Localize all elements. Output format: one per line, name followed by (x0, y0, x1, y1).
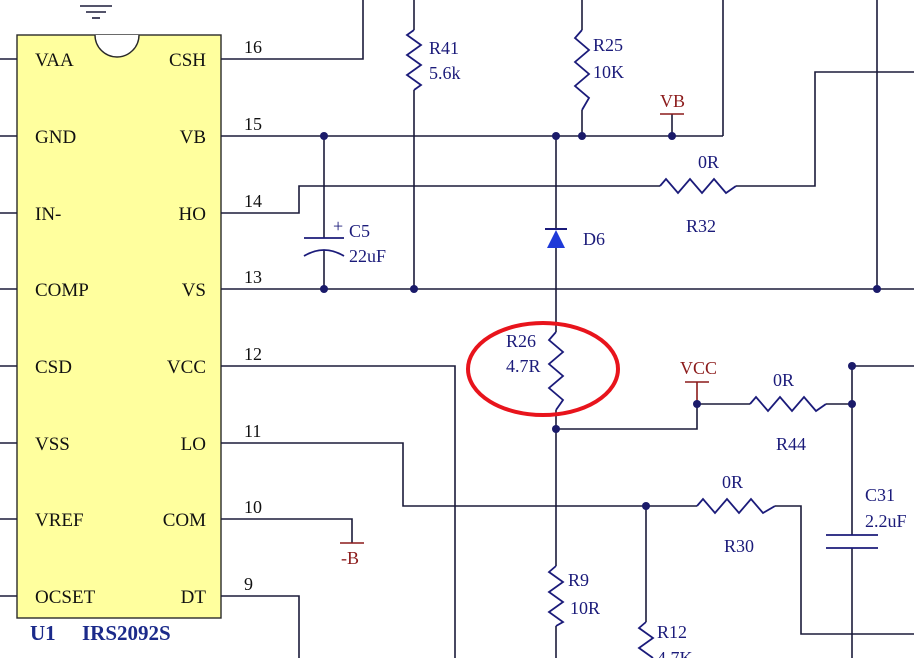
r25-value-label: 10K (593, 62, 624, 82)
vb-power-label: VB (660, 91, 685, 111)
neg-b-power-label: -B (341, 548, 359, 568)
highlight-circle (466, 321, 620, 417)
pin-label-vcc: VCC (167, 357, 206, 378)
c5-polarity-mark: + (333, 216, 343, 236)
r9-value-label: 10R (570, 598, 600, 618)
r12-ref-label: R12 (657, 622, 687, 642)
resistor-r25 (573, 29, 591, 111)
r12-value-label: 4.7K (657, 648, 693, 658)
pin-label-vaa: VAA (35, 50, 74, 71)
ground-symbol-top (80, 5, 112, 19)
r26-value-label: 4.7R (506, 356, 541, 376)
r30-ref-label: R30 (724, 536, 754, 556)
pin-label-lo: LO (181, 434, 206, 455)
junction-dots (320, 132, 881, 510)
pin-label-gnd: GND (35, 127, 76, 148)
resistor-r32 (659, 177, 737, 195)
pin-label-csh: CSH (169, 50, 206, 71)
pin-label-ho: HO (179, 204, 206, 225)
c5-value-label: 22uF (349, 246, 386, 266)
pin-number-16: 16 (244, 37, 262, 57)
capacitor-c31 (826, 534, 878, 549)
pin-number-15: 15 (244, 114, 262, 134)
resistor-r44 (749, 395, 827, 413)
r25-ref-label: R25 (593, 35, 623, 55)
pin-label-vs: VS (182, 280, 206, 301)
r41-ref-label: R41 (429, 38, 459, 58)
r44-ref-label: R44 (776, 434, 806, 454)
c31-value-label: 2.2uF (865, 511, 907, 531)
ic-u1: VAA GND IN- COMP CSD VSS VREF OCSET CSH … (0, 34, 222, 619)
diode-d6 (545, 228, 567, 248)
r32-ref-label: R32 (686, 216, 716, 236)
resistor-r41 (405, 29, 423, 91)
resistor-r9 (547, 565, 565, 627)
resistor-r30 (696, 497, 776, 515)
pin-label-vss: VSS (35, 434, 70, 455)
pin-label-dt: DT (181, 587, 207, 608)
r9-ref-label: R9 (568, 570, 589, 590)
d6-ref-label: D6 (583, 229, 605, 249)
c5-ref-label: C5 (349, 221, 370, 241)
r32-value-label: 0R (698, 152, 719, 172)
pin-number-14: 14 (244, 191, 262, 211)
resistor-r26 (547, 331, 565, 411)
r44-value-label: 0R (773, 370, 794, 390)
ic-ref-label: U1 (30, 621, 56, 645)
vcc-power-label: VCC (680, 358, 717, 378)
r30-value-label: 0R (722, 472, 743, 492)
r26-ref-label: R26 (506, 331, 536, 351)
pin-number-10: 10 (244, 497, 262, 517)
pin-label-in-minus: IN- (35, 204, 61, 225)
wires (221, 0, 914, 658)
r41-value-label: 5.6k (429, 63, 461, 83)
pin-label-vb: VB (180, 127, 206, 148)
ic-part-label: IRS2092S (82, 621, 171, 645)
capacitor-c5 (303, 237, 345, 257)
pin-label-com: COM (163, 510, 206, 531)
pin-label-ocset: OCSET (35, 587, 96, 608)
c31-ref-label: C31 (865, 485, 895, 505)
pin-label-comp: COMP (35, 280, 89, 301)
pin-number-11: 11 (244, 421, 261, 441)
pin-label-csd: CSD (35, 357, 72, 378)
pin-label-vref: VREF (35, 510, 84, 531)
pin-number-12: 12 (244, 344, 262, 364)
resistor-r12 (637, 621, 655, 658)
pin-number-9: 9 (244, 574, 253, 594)
pin-number-13: 13 (244, 267, 262, 287)
